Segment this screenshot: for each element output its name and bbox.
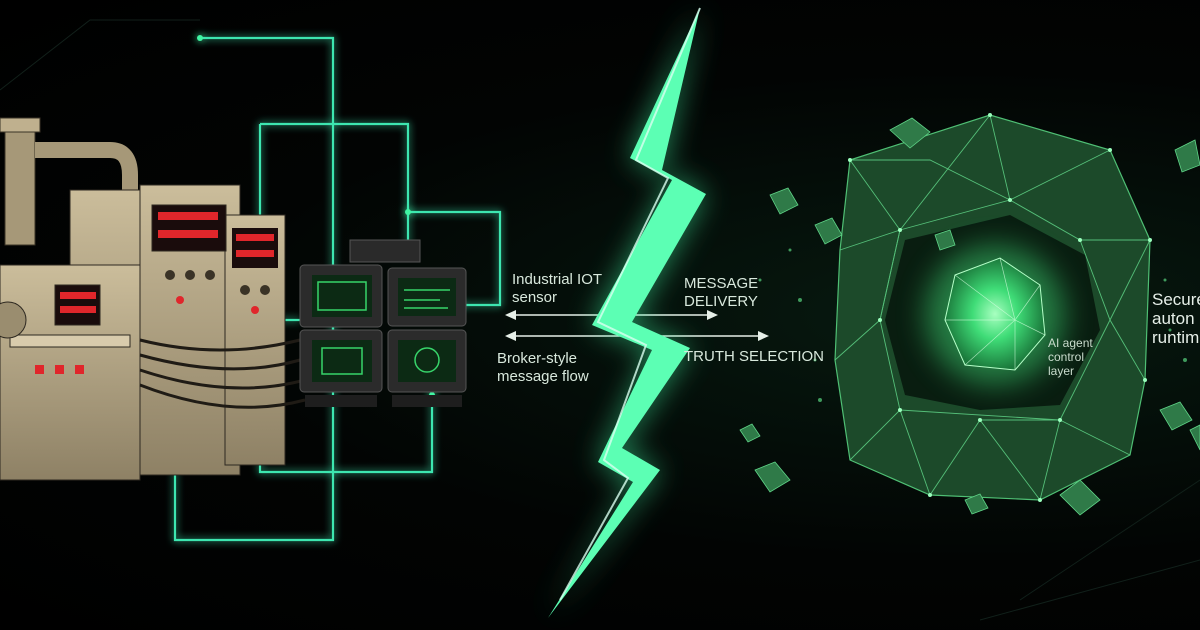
ai-agent-control-layer-label: AI agent control layer	[1048, 336, 1093, 378]
computer-terminals	[299, 239, 467, 407]
truth-selection-label: TRUTH SELECTION	[684, 348, 825, 365]
background-lines	[0, 19, 1200, 621]
message-delivery-label: MESSAGE DELIVERY	[684, 275, 759, 310]
broker-message-flow-label: Broker-style message flow	[497, 350, 589, 385]
floating-cubes	[739, 117, 1200, 516]
industrial-iot-sensor-label: Industrial IOT sensor	[512, 271, 603, 306]
industrial-machine	[0, 117, 306, 481]
secure-runtime-label: Secure auton runtim	[1152, 290, 1200, 347]
lightning-bolt	[548, 7, 706, 618]
particles	[758, 248, 1187, 402]
crystal-structure	[834, 113, 1152, 502]
